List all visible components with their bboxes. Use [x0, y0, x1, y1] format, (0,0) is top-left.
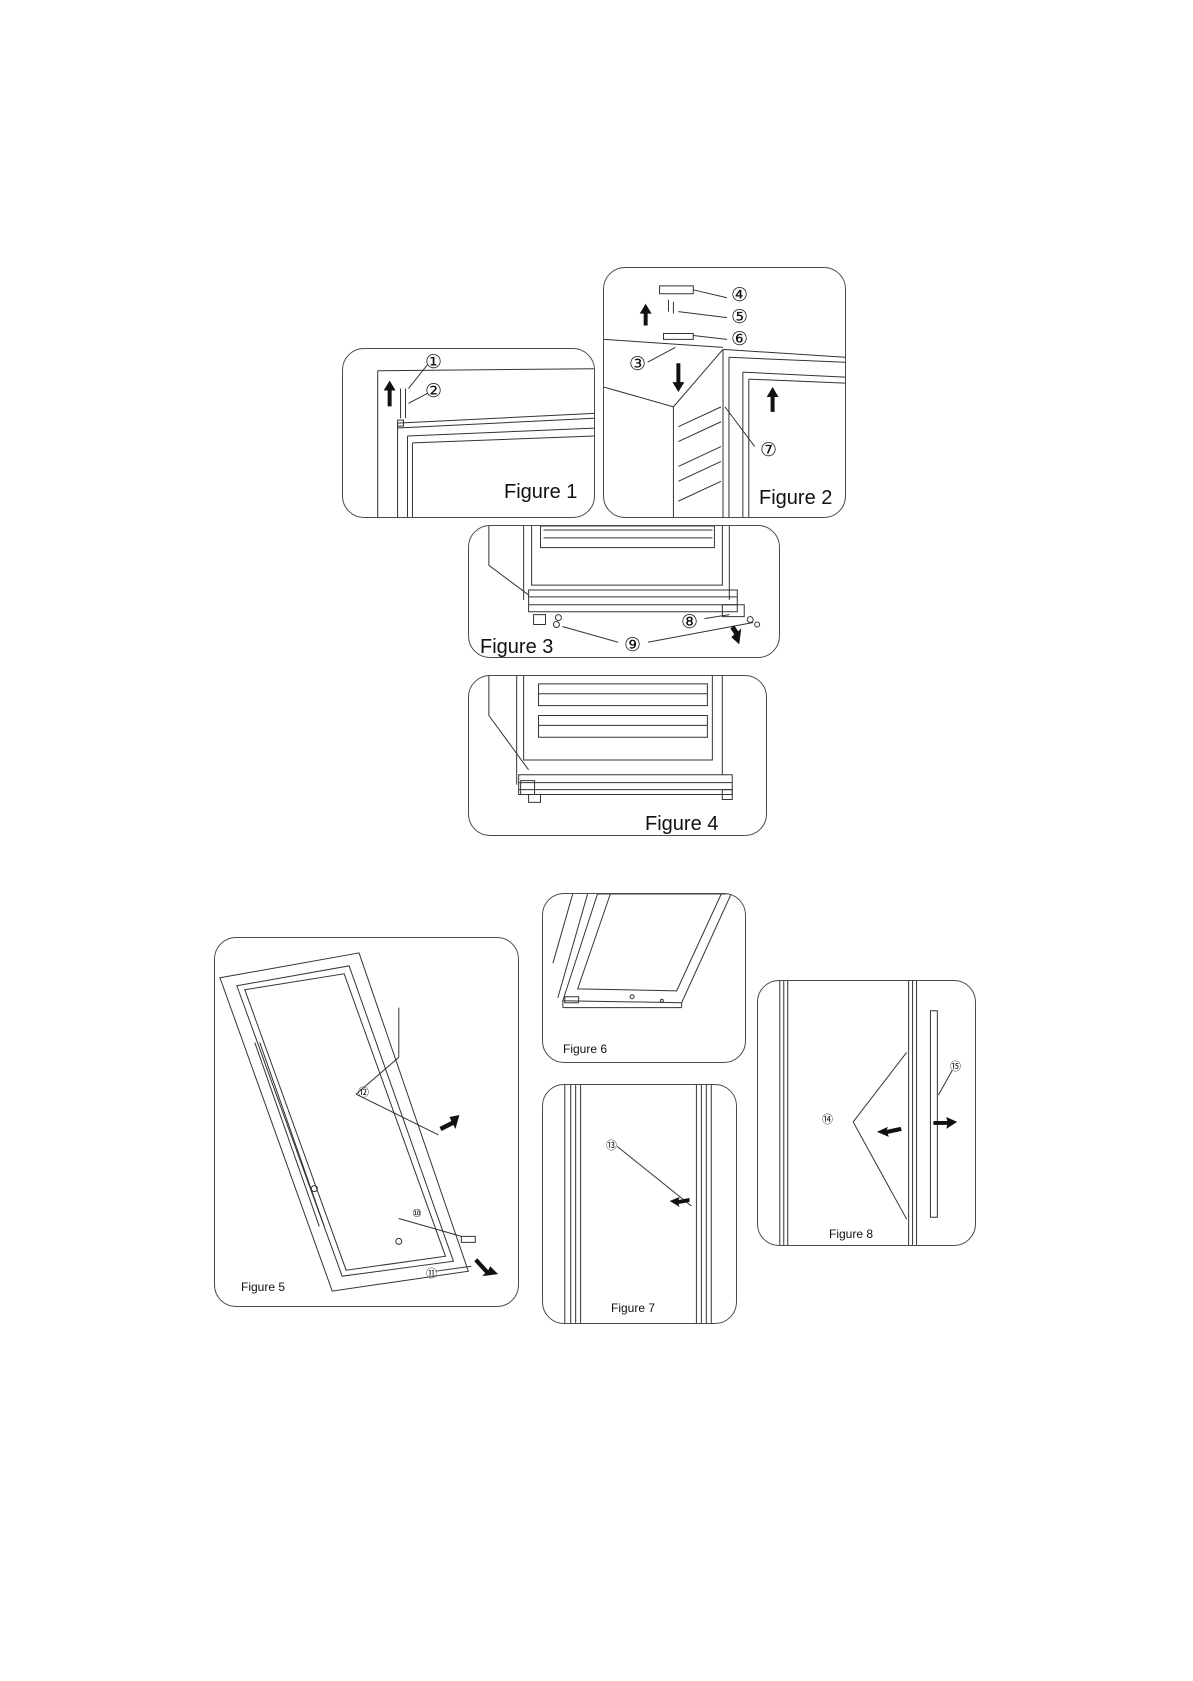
- figure-6-panel: Figure 6: [542, 893, 746, 1063]
- figure-5-caption: Figure 5: [241, 1281, 285, 1293]
- left-arrow-icon: [877, 1127, 902, 1137]
- figure-2-caption: Figure 2: [759, 488, 832, 508]
- figure-7-panel: ⑬ Figure 7: [542, 1084, 737, 1324]
- up-arrow-icon: [384, 381, 396, 407]
- figure-5-panel: ⑫ ⑩ ⑪ Figure 5: [214, 937, 519, 1307]
- figure-8-drawing: [758, 981, 975, 1245]
- callout-10: ⑩: [412, 1208, 422, 1219]
- callout-3: ③: [629, 355, 646, 374]
- figure-6-drawing: [543, 894, 745, 1062]
- diagonal-arrow-icon: [474, 1258, 498, 1276]
- figure-3-caption: Figure 3: [480, 637, 553, 657]
- callout-14: ⑭: [822, 1114, 833, 1125]
- figure-2-drawing: [604, 268, 845, 517]
- figure-8-panel: ⑭ ⑮ Figure 8: [757, 980, 976, 1246]
- figure-7-drawing: [543, 1085, 736, 1323]
- figure-3-panel: ⑧ ⑨ Figure 3: [468, 525, 780, 658]
- left-arrow-icon: [670, 1197, 690, 1207]
- down-arrow-icon: [672, 363, 684, 392]
- figure-2-panel: ④ ⑤ ⑥ ③ ⑦ Figure 2: [603, 267, 846, 518]
- callout-9: ⑨: [624, 636, 641, 655]
- up-arrow-icon: [767, 387, 779, 412]
- callout-8: ⑧: [681, 613, 698, 632]
- figure-4-caption: Figure 4: [645, 814, 718, 834]
- callout-13: ⑬: [606, 1140, 617, 1151]
- figure-7-caption: Figure 7: [611, 1302, 655, 1314]
- figure-1-panel: ① ② Figure 1: [342, 348, 595, 518]
- up-arrow-icon: [640, 304, 652, 326]
- callout-12: ⑫: [358, 1087, 369, 1098]
- callout-2: ②: [425, 382, 442, 401]
- diagonal-arrow-icon: [730, 625, 741, 644]
- diagonal-arrow-icon: [440, 1115, 460, 1131]
- figure-5-drawing: [215, 938, 518, 1306]
- callout-6: ⑥: [731, 330, 748, 349]
- callout-15: ⑮: [950, 1061, 961, 1072]
- callout-11: ⑪: [426, 1268, 437, 1279]
- figure-6-caption: Figure 6: [563, 1043, 607, 1055]
- callout-4: ④: [731, 286, 748, 305]
- callout-5: ⑤: [731, 308, 748, 327]
- figure-8-caption: Figure 8: [829, 1228, 873, 1240]
- figure-1-caption: Figure 1: [504, 482, 577, 502]
- callout-1: ①: [425, 353, 442, 372]
- figure-4-drawing: [469, 676, 766, 835]
- callout-7: ⑦: [760, 441, 777, 460]
- figure-4-panel: Figure 4: [468, 675, 767, 836]
